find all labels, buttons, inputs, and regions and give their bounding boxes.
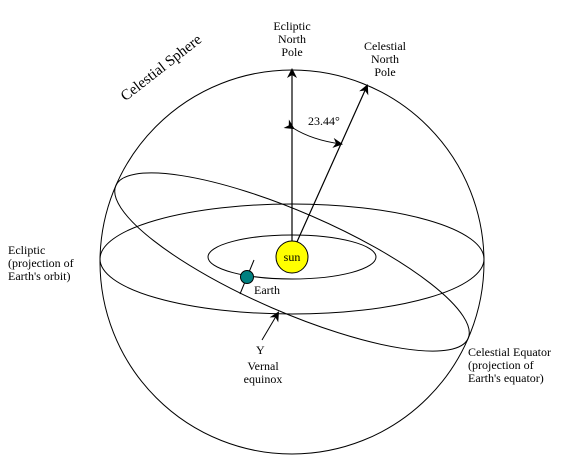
ecliptic-label: Ecliptic (projection of Earth's orbit) [8,243,74,283]
ecliptic-north-pole-label: Ecliptic North Pole [273,19,311,59]
vernal-equinox-label: Vernal equinox [243,359,283,386]
earth [240,270,254,284]
celestial-equator-plane [114,172,470,352]
celestial-north-pole-arrow [295,84,369,245]
celestial-equator-label: Celestial Equator (projection of Earth's… [468,345,551,385]
sun-label: sun [283,250,301,264]
vernal-equinox-pointer [261,311,280,341]
vernal-equinox-symbol: Υ [256,343,265,357]
earth-label: Earth [254,283,280,297]
tilt-angle-label: 23.44° [308,114,340,128]
sun [275,240,309,274]
tilt-angle-arc [283,119,343,148]
celestial-north-pole-label: Celestial North Pole [364,39,406,79]
